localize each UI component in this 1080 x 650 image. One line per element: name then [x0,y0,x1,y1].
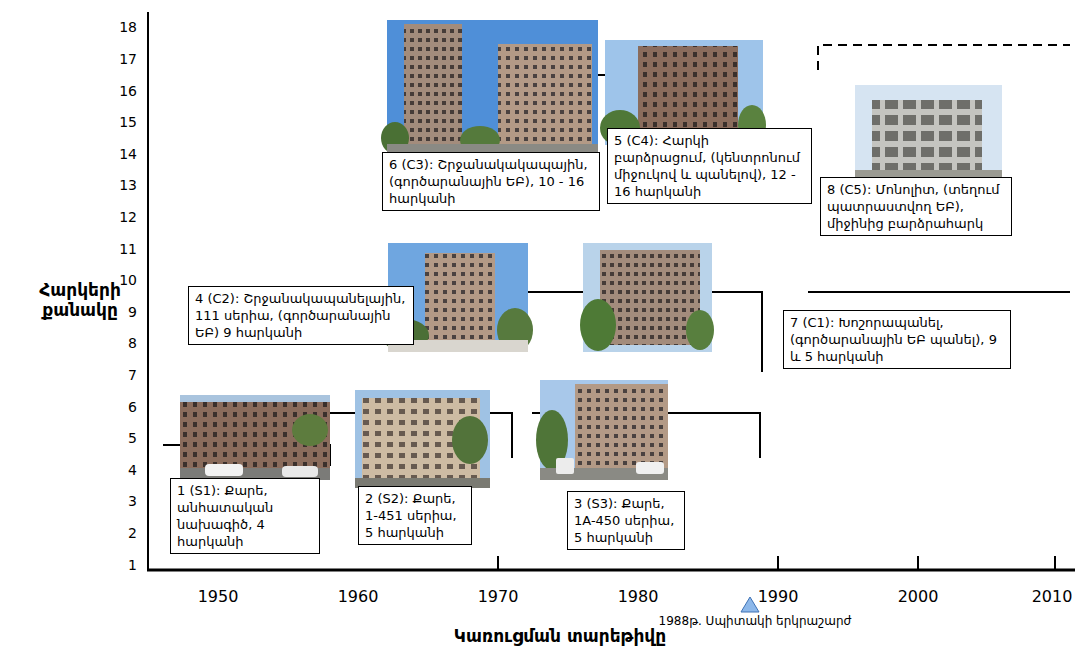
tick-label: 2000 [898,587,939,606]
building-photo [580,243,714,352]
building-photo [855,85,1002,178]
box-text: 7 (C1): Խոշորապանել, (գործարանային ԵԲ պա… [790,314,1004,365]
tick-label: 17 [119,51,137,68]
tick-label: 1980 [618,587,659,606]
box-text: 1 (S1): Քարե, անհատական նախագիծ, 4 հարկա… [177,482,313,550]
box-text: 8 (C5): Մոնոլիտ, (տեղում պատրաստվող ԵԲ),… [827,181,1005,232]
building-photo [355,390,490,488]
description-box: 6 (C3): Շրջանակակապային, (գործարանային Ե… [382,152,600,211]
building-photo [180,395,330,480]
description-box: 4 (C2): Շրջանակապանելային, 111 սերիա, (գ… [188,286,414,345]
description-box: 3 (S3): Քարե, 1A-450 սերիա, 5 հարկանի [567,491,685,550]
tick-label: 2010 [1032,587,1073,606]
axis-title: Կառուցման տարեթիվը [454,626,666,646]
event-label: 1988թ. Սպիտակի երկրաշարժ [659,614,852,628]
tick-label: 11 [119,241,137,258]
tick-label: 2 [128,525,137,542]
tick-label: 8 [128,335,137,352]
tick-label: 9 [128,304,137,321]
box-text: 3 (S3): Քարե, 1A-450 սերիա, 5 հարկանի [574,495,678,546]
axes [147,12,1075,571]
tick-label: 4 [128,462,137,479]
tick-label: 18 [119,19,137,36]
tick-label: 16 [119,83,137,100]
tick-label: 12 [119,209,137,226]
box-text: 4 (C2): Շրջանակապանելային, 111 սերիա, (գ… [195,290,407,341]
box-text: 6 (C3): Շրջանակակապային, (գործարանային Ե… [389,156,593,207]
earthquake-marker [741,597,759,612]
description-box: 1 (S1): Քարե, անհատական նախագիծ, 4 հարկա… [170,478,320,554]
tick-label: 7 [128,367,137,384]
tick-label: 10 [119,272,137,289]
description-box: 8 (C5): Մոնոլիտ, (տեղում պատրաստվող ԵԲ),… [820,177,1012,236]
building-photo [536,380,668,480]
tick-label: 6 [128,399,137,416]
tick-label: 1960 [338,587,379,606]
tick-label: 5 [128,430,137,447]
box-text: 2 (S2): Քարե, 1-451 սերիա, 5 հարկանի [365,490,465,541]
tick-label: 1970 [478,587,519,606]
description-box: 7 (C1): Խոշորապանել, (գործարանային ԵԲ պա… [783,310,1011,369]
tick-label: 14 [119,146,137,163]
axis-title: Հարկերի քանակը [34,280,126,321]
building-photo [381,20,598,154]
description-box: 5 (C4): Հարկի բարձրացում, (կենտրոնում մի… [607,128,812,204]
description-box: 2 (S2): Քարե, 1-451 սերիա, 5 հարկանի [358,486,472,545]
tick-label: 3 [128,493,137,510]
box-text: 5 (C4): Հարկի բարձրացում, (կենտրոնում մի… [614,132,805,200]
tick-label: 1990 [758,587,799,606]
tick-label: 1 [128,557,137,574]
tick-label: 15 [119,114,137,131]
tick-label: 13 [119,177,137,194]
tick-label: 1950 [198,587,239,606]
